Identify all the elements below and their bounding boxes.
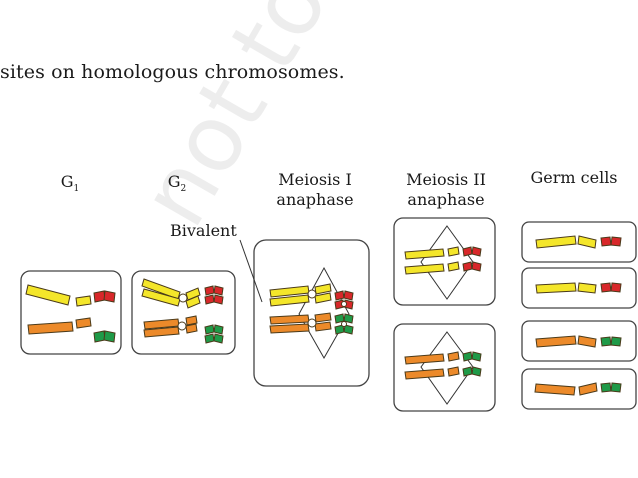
- cell-germ-1: [521, 221, 637, 263]
- cell-meiosis-2-bottom: [393, 323, 496, 412]
- allele-green: [103, 330, 116, 343]
- meiosis-2-bottom-chromosomes: [404, 351, 482, 380]
- chromosome-orange: [27, 321, 74, 335]
- allele-red: [103, 290, 116, 303]
- cell-germ-2: [521, 267, 637, 309]
- g1-chromosomes: [25, 284, 116, 343]
- meiosis-1-chromosomes: [269, 283, 354, 335]
- spindle-meiosis-2-top: [420, 225, 474, 300]
- spindle-meiosis-1: [298, 266, 350, 360]
- label-g2: G2: [167, 172, 187, 195]
- allele-green: [93, 330, 106, 343]
- cell-germ-3: [521, 320, 637, 362]
- label-germ-cells: Germ cells: [530, 168, 618, 187]
- cell-meiosis-2-top: [393, 217, 496, 306]
- cell-germ-4: [521, 368, 637, 410]
- bivalent-label: Bivalent: [170, 221, 237, 240]
- cell-g1: [20, 270, 122, 355]
- meiosis-2-top-chromosomes: [404, 246, 482, 275]
- g2-chromosomes: [141, 278, 224, 344]
- allele-red: [93, 290, 106, 303]
- bivalent-pointer: [239, 239, 263, 303]
- chromosome-yellow: [25, 284, 71, 306]
- label-g1: G1: [60, 172, 80, 195]
- caption-text: sites on homologous chromosomes.: [0, 61, 345, 83]
- chromosome-yellow: [75, 295, 92, 307]
- cell-g2: [131, 270, 236, 355]
- cell-meiosis-1: [253, 239, 370, 387]
- chromosome-orange: [75, 317, 92, 329]
- germ-cell-chromosomes: [534, 235, 622, 396]
